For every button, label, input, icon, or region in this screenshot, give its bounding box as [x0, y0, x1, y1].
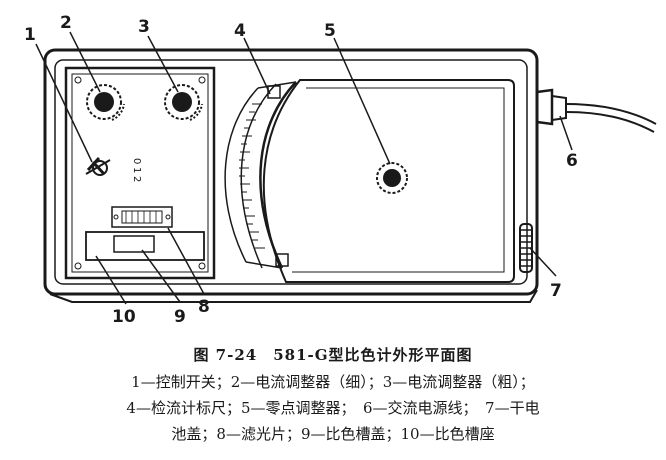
instrument-diagram: 0 1 2 — [24, 13, 657, 327]
legend-line-3: 池盖；8—滤光片；9—比色槽盖；10—比色槽座 — [171, 425, 495, 443]
callout-9: 9 — [174, 307, 186, 327]
leader-line-10 — [95, 255, 127, 305]
fine-current-knob — [86, 84, 125, 121]
leader-line-9 — [141, 249, 181, 303]
figure-caption: 图 7-24 581-G型比色计外形平面图 — [193, 346, 473, 364]
legend-line-2: 4—检流计标尺；5—零点调整器； 6—交流电源线； 7—干电 — [126, 399, 540, 417]
callout-10: 10 — [112, 307, 136, 327]
panel-screw-br — [198, 262, 206, 270]
battery-cover — [519, 223, 533, 273]
case-shadow — [49, 289, 538, 303]
control-panel-inner — [71, 73, 209, 273]
control-switch — [85, 156, 111, 176]
glass-window — [262, 79, 515, 283]
cuvette-cover — [113, 235, 155, 253]
cuvette-seat — [85, 231, 205, 261]
callout-6: 6 — [566, 151, 578, 171]
panel-screw-bl — [74, 262, 82, 270]
callout-5: 5 — [324, 21, 336, 41]
leader-line-5 — [333, 37, 391, 165]
coarse-current-knob — [164, 84, 203, 121]
leader-line-2 — [69, 31, 101, 93]
dial-digit-1: 1 — [131, 167, 142, 173]
callout-4: 4 — [234, 21, 246, 41]
callout-8: 8 — [198, 297, 210, 317]
zero-adjuster — [376, 162, 408, 194]
leader-line-3 — [147, 35, 179, 93]
glass-window-inner — [292, 87, 505, 273]
instrument-case — [43, 48, 539, 296]
leader-line-7 — [529, 247, 557, 277]
callout-7: 7 — [550, 281, 562, 301]
galvanometer-scale — [224, 81, 297, 269]
instrument-case-inner — [54, 59, 528, 285]
panel-screw-tr — [198, 76, 206, 84]
panel-screw-tl — [74, 76, 82, 84]
dial-digit-0: 0 — [131, 158, 142, 164]
filter — [111, 206, 173, 228]
power-cord — [536, 88, 657, 133]
dial-digit-2: 2 — [131, 176, 142, 182]
callout-2: 2 — [60, 13, 72, 33]
leader-line-1 — [35, 43, 93, 163]
leader-line-4 — [243, 37, 271, 95]
callout-1: 1 — [24, 25, 36, 45]
leader-line-6 — [559, 115, 573, 151]
callout-3: 3 — [138, 17, 150, 37]
leader-line-8 — [167, 227, 205, 295]
control-panel — [64, 66, 216, 280]
legend-line-1: 1—控制开关；2—电流调整器（细）；3—电流调整器（粗）； — [131, 373, 535, 391]
